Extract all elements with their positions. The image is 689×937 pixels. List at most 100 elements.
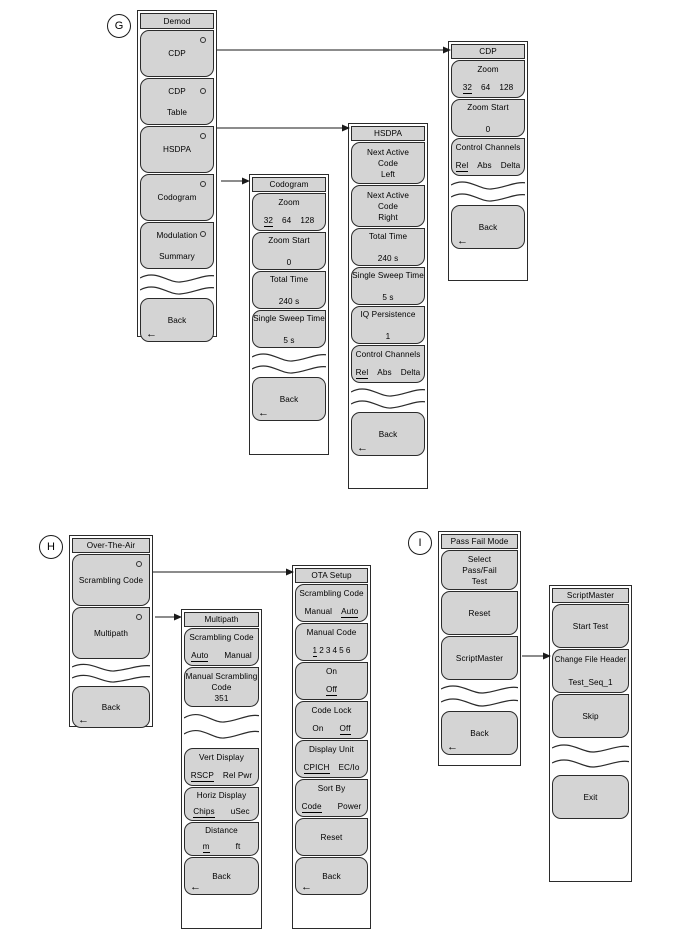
option-auto[interactable]: Auto [341,607,359,618]
option-manual[interactable]: Manual [224,651,252,660]
option-abs[interactable]: Abs [477,161,492,170]
softkey-multipath-back[interactable]: Back ← [184,857,259,895]
softkey-ota-setup-reset[interactable]: Reset [295,818,368,856]
softkey-demod-cdp-table[interactable]: CDP Table [140,78,214,125]
option-cpich[interactable]: CPICH [303,763,330,774]
softkey-scriptmaster-exit[interactable]: Exit [552,775,629,819]
option-power[interactable]: Power [337,802,362,811]
option-128[interactable]: 128 [300,216,315,225]
softkey-ota-setup-back[interactable]: Back ← [295,857,368,895]
section-badge-i-label: I [418,537,422,549]
option-code[interactable]: Code [301,802,322,813]
option-usec[interactable]: uSec [230,807,250,816]
softkey-hsdpa-next-active-code-left[interactable]: Next Active Code Left [351,142,425,184]
softkey-multipath-scrambling-code[interactable]: Scrambling Code Auto Manual [184,628,259,666]
option-rel[interactable]: Rel [355,368,369,379]
option-digit-1[interactable]: 1 [312,646,318,657]
softkey-demod-cdp[interactable]: CDP [140,30,214,77]
softkey-demod-back[interactable]: Back ← [140,298,214,342]
softkey-hsdpa-back[interactable]: Back ← [351,412,425,456]
option-digit-2[interactable]: 2 [319,646,324,655]
softkey-demod-hsdpa[interactable]: HSDPA [140,126,214,173]
option-32[interactable]: 32 [462,83,473,94]
softkey-scriptmaster-start-test[interactable]: Start Test [552,604,629,648]
option-digit-4[interactable]: 4 [332,646,338,655]
option-off[interactable]: Off [325,685,338,696]
softkey-scriptmaster-skip[interactable]: Skip [552,694,629,738]
option-rscp[interactable]: RSCP [190,771,214,782]
softkey-label: Codogram [157,193,197,202]
option-auto[interactable]: Auto [191,651,209,662]
softkey-codogram-zoom-start[interactable]: Zoom Start 0 [252,232,326,270]
softkey-multipath-horiz-display[interactable]: Horiz Display Chips uSec [184,787,259,821]
menu-over-the-air-title: Over-The-Air [72,538,150,553]
softkey-hsdpa-control-channels[interactable]: Control Channels Rel Abs Delta [351,345,425,383]
softkey-label-3: Test [471,576,488,586]
option-32[interactable]: 32 [263,216,274,227]
softkey-ota-setup-manual-code[interactable]: Manual Code 1 2 3 4 5 6 [295,623,368,661]
softkey-multipath-vert-display[interactable]: Vert Display RSCP Rel Pwr [184,748,259,786]
softkey-cdp-control-channels[interactable]: Control Channels Rel Abs Delta [451,138,525,176]
softkey-ota-multipath[interactable]: Multipath [72,607,150,659]
option-delta[interactable]: Delta [500,161,521,170]
menu-codogram: Codogram Zoom 32 64 128 Zoom Start 0 Tot… [249,174,329,455]
option-64[interactable]: 64 [282,216,292,225]
softkey-ota-back[interactable]: Back ← [72,686,150,728]
option-abs[interactable]: Abs [377,368,392,377]
option-delta[interactable]: Delta [400,368,421,377]
softkey-pass-fail-reset[interactable]: Reset [441,591,518,635]
softkey-ota-setup-display-unit[interactable]: Display Unit CPICH EC/Io [295,740,368,778]
back-arrow-icon: ← [78,714,90,726]
softkey-codogram-total-time[interactable]: Total Time 240 s [252,271,326,309]
softkey-ota-scrambling-code[interactable]: Scrambling Code [72,554,150,606]
menu-demod-title: Demod [140,13,214,29]
softkey-multipath-distance[interactable]: Distance m ft [184,822,259,856]
option-chips[interactable]: Chips [193,807,215,818]
option-digit-3[interactable]: 3 [325,646,331,655]
softkey-hsdpa-single-sweep-time[interactable]: Single Sweep Time 5 s [351,267,425,305]
option-manual[interactable]: Manual [304,607,333,616]
softkey-hsdpa-next-active-code-right[interactable]: Next Active Code Right [351,185,425,227]
softkey-ota-setup-on-off[interactable]: On Off [295,662,368,700]
option-ft[interactable]: ft [235,842,241,851]
option-off[interactable]: Off [339,724,351,735]
option-rel[interactable]: Rel [455,161,469,172]
softkey-pass-fail-scriptmaster[interactable]: ScriptMaster [441,636,518,680]
option-row-code-lock: On Off [296,723,367,735]
softkey-codogram-zoom[interactable]: Zoom 32 64 128 [252,193,326,231]
option-digit-6[interactable]: 6 [345,646,351,655]
softkey-scriptmaster-change-file-header[interactable]: Change File Header Test_Seq_1 [552,649,629,693]
option-row-horiz-display: Chips uSec [185,806,258,818]
option-digit-5[interactable]: 5 [339,646,344,655]
option-m[interactable]: m [202,842,210,853]
softkey-codogram-back[interactable]: Back ← [252,377,326,421]
softkey-cdp-zoom[interactable]: Zoom 32 64 128 [451,60,525,98]
softkey-demod-codogram[interactable]: Codogram [140,174,214,221]
menu-ota-setup: OTA Setup Scrambling Code Manual Auto Ma… [292,565,371,929]
softkey-ota-setup-scrambling-code[interactable]: Scrambling Code Manual Auto [295,584,368,622]
softkey-pass-fail-back[interactable]: Back ← [441,711,518,755]
section-badge-g: G [107,14,131,38]
option-row-scrambling-code: Manual Auto [296,606,367,618]
softkey-cdp-zoom-start[interactable]: Zoom Start 0 [451,99,525,137]
softkey-cdp-back[interactable]: Back ← [451,205,525,249]
option-rel-pwr[interactable]: Rel Pwr [222,771,253,780]
menu-pass-fail-mode: Pass Fail Mode Select Pass/Fail Test Res… [438,531,521,766]
softkey-hsdpa-total-time[interactable]: Total Time 240 s [351,228,425,266]
softkey-demod-modulation-summary[interactable]: Modulation Summary [140,222,214,269]
softkey-ota-setup-sort-by[interactable]: Sort By Code Power [295,779,368,817]
option-ecio[interactable]: EC/Io [338,763,360,772]
option-on[interactable]: On [312,724,324,733]
softkey-multipath-manual-scrambling-code[interactable]: Manual Scrambling Code 351 [184,667,259,707]
softkey-hsdpa-iq-persistence[interactable]: IQ Persistence 1 [351,306,425,344]
option-128[interactable]: 128 [499,83,514,92]
softkey-codogram-single-sweep-time[interactable]: Single Sweep Time 5 s [252,310,326,348]
option-row-distance: m ft [185,841,258,853]
softkey-label: Back [470,728,489,738]
option-64[interactable]: 64 [481,83,491,92]
menu-multipath: Multipath Scrambling Code Auto Manual Ma… [181,609,262,929]
softkey-ota-setup-code-lock[interactable]: Code Lock On Off [295,701,368,739]
softkey-select-pass-fail-test[interactable]: Select Pass/Fail Test [441,550,518,590]
menu-break [351,384,425,412]
